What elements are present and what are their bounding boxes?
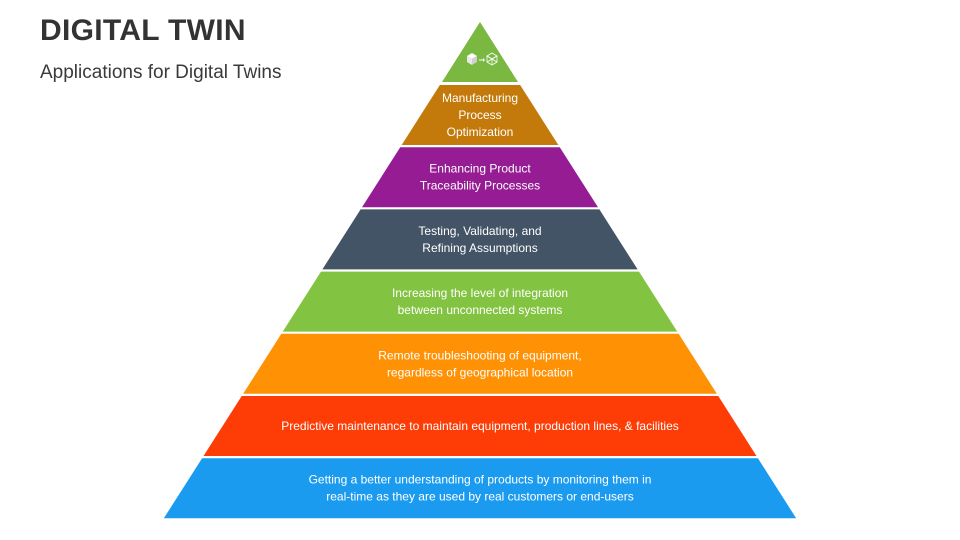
pyramid-level-1-label: Manufacturing [442,91,518,105]
pyramid-level-2-label: Traceability Processes [420,179,540,193]
pyramid-level-3-label: Testing, Validating, and [418,224,541,238]
pyramid-level-5 [243,333,717,394]
cube-to-wireframe-cube-icon [467,52,498,66]
pyramid-level-3 [322,209,638,270]
pyramid-level-1 [401,85,559,145]
pyramid-level-2-label: Enhancing Product [429,162,531,176]
pyramid-level-7-label: Getting a better understanding of produc… [309,473,652,487]
pyramid-level-6-label: Predictive maintenance to maintain equip… [281,419,679,433]
pyramid-level-7 [163,458,797,519]
pyramid-level-4 [282,271,678,332]
pyramid-level-3-label: Refining Assumptions [422,241,537,255]
pyramid-level-5-label: regardless of geographical location [387,365,573,379]
page-title: DIGITAL TWIN [40,14,246,47]
pyramid-apex [442,22,518,82]
pyramid-level-6 [203,396,757,456]
pyramid-level-4-label: Increasing the level of integration [392,286,568,300]
pyramid-level-4-label: between unconnected systems [398,303,563,317]
pyramid-level-5-label: Remote troubleshooting of equipment, [378,348,581,362]
pyramid-level-1-label: Optimization [447,125,514,139]
pyramid-level-2 [362,147,598,208]
pyramid-level-1-label: Process [458,108,501,122]
pyramid-level-7-label: real-time as they are used by real custo… [326,490,633,504]
page-subtitle: Applications for Digital Twins [40,62,282,83]
